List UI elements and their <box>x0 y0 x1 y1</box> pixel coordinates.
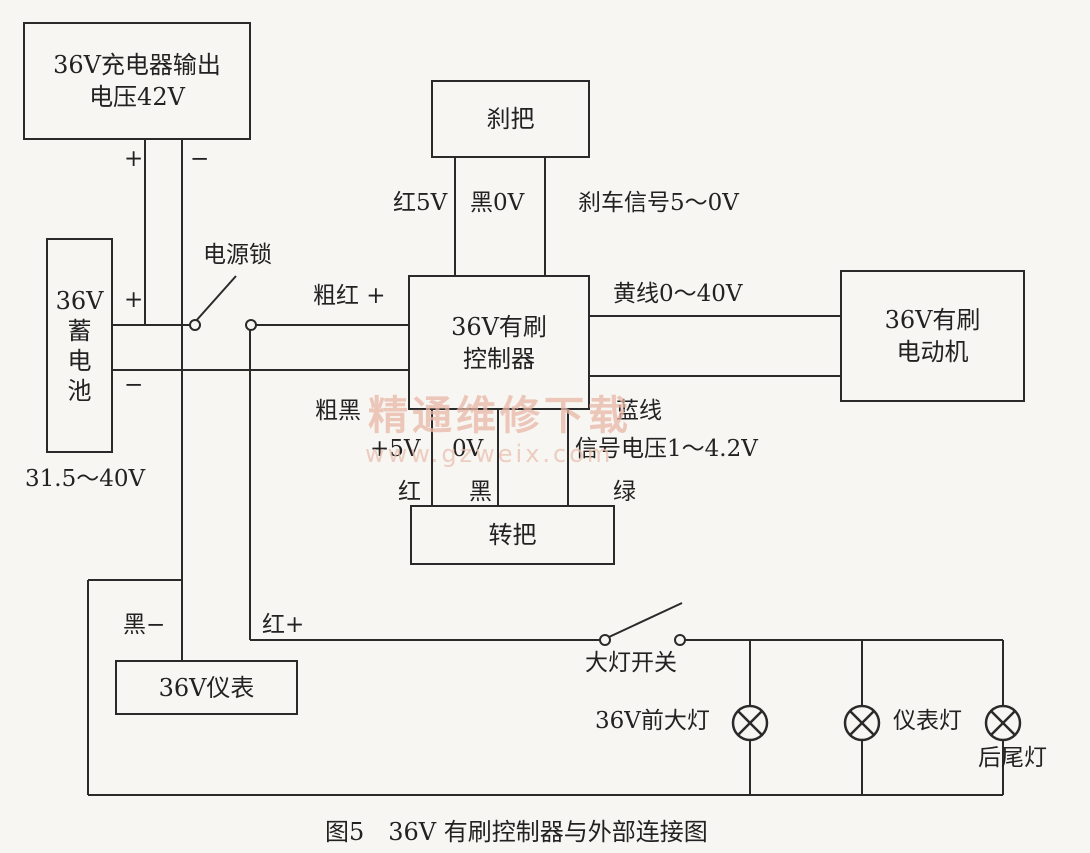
headlight-switch-terminal-out <box>674 634 686 646</box>
throttle-green-label: 绿 <box>613 479 636 505</box>
blue-wire-label: 蓝线 <box>616 398 662 424</box>
battery-line4: 池 <box>67 376 92 405</box>
watermark-text: 精通维修下载 <box>368 393 632 439</box>
charger-minus-label: − <box>190 146 210 172</box>
power-lock-label: 电源锁 <box>203 242 272 268</box>
battery-plus-label: + <box>124 287 144 313</box>
headlight-switch-terminal-in <box>599 634 611 646</box>
throttle-label: 转把 <box>488 521 537 549</box>
battery-line2: 蓄 <box>67 316 92 345</box>
meter-light-icon <box>843 704 881 742</box>
controller-box: 36V有刷 控制器 <box>408 275 590 410</box>
front-headlight-icon <box>731 704 769 742</box>
power-lock-terminal-in <box>189 319 201 331</box>
motor-line1: 36V有刷 <box>884 306 981 334</box>
charger-line1: 36V充电器输出 <box>53 51 221 79</box>
brake-label: 刹把 <box>486 105 535 133</box>
power-lock-terminal-out <box>245 319 257 331</box>
battery-box: 36V 蓄 电 池 <box>46 238 113 453</box>
battery-line1: 36V <box>55 286 104 315</box>
headlight-switch-blade <box>608 602 683 638</box>
tail-light-icon <box>984 704 1022 742</box>
battery-minus-label: − <box>124 372 144 398</box>
battery-line3: 电 <box>67 346 92 375</box>
yellow-wire-label: 黄线0～40V <box>613 281 743 307</box>
thick-black-label: 粗黑 <box>315 398 361 424</box>
brake-red-label: 红5V <box>393 190 448 216</box>
meter-label: 36V仪表 <box>158 673 255 702</box>
throttle-red-label: 红 <box>398 479 421 505</box>
throttle-black-label: 黑 <box>469 479 492 505</box>
charger-plus-label: + <box>124 146 144 172</box>
meter-light-label: 仪表灯 <box>893 708 962 734</box>
controller-line1: 36V有刷 <box>451 312 547 341</box>
brake-signal-label: 刹车信号5～0V <box>578 190 739 216</box>
watermark-url: www.gzweix.com <box>365 440 614 468</box>
meter-black-label: 黑− <box>123 612 166 638</box>
motor-line2: 电动机 <box>896 338 969 366</box>
charger-line2: 电压42V <box>89 83 185 111</box>
power-lock-blade <box>194 275 237 323</box>
meter-box: 36V仪表 <box>115 660 298 715</box>
throttle-5v-label: +5V <box>370 436 421 462</box>
figure-caption: 图5 36V 有刷控制器与外部连接图 <box>325 818 708 846</box>
tail-light-label: 后尾灯 <box>978 745 1047 771</box>
battery-voltage-label: 31.5～40V <box>25 466 146 492</box>
brake-box: 刹把 <box>431 80 590 158</box>
throttle-box: 转把 <box>410 505 615 565</box>
motor-box: 36V有刷 电动机 <box>840 270 1025 402</box>
throttle-0v-label: 0V <box>452 436 484 462</box>
meter-red-label: 红+ <box>262 612 305 638</box>
headlight-switch-label: 大灯开关 <box>585 650 677 676</box>
front-headlight-label: 36V前大灯 <box>595 708 710 734</box>
throttle-signal-label: 信号电压1～4.2V <box>575 436 758 462</box>
thick-red-label: 粗红 + <box>313 283 386 309</box>
controller-line2: 控制器 <box>463 344 535 373</box>
brake-black-label: 黑0V <box>470 190 525 216</box>
charger-box: 36V充电器输出 电压42V <box>23 22 251 140</box>
